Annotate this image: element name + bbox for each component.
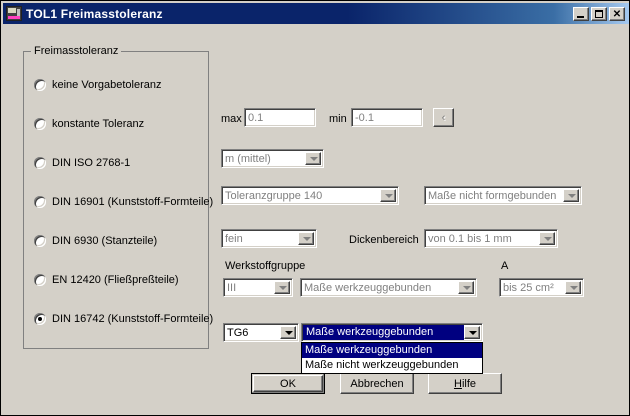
radio-label: DIN ISO 2768-1 xyxy=(52,157,131,169)
radio-keine-vorgabetoleranz[interactable]: keine Vorgabetoleranz xyxy=(34,79,161,91)
help-accel: H xyxy=(453,377,462,390)
thickness-range-combo-value: von 0.1 bis 1 mm xyxy=(428,232,512,245)
form-binding-combo-value: Maße nicht formgebunden xyxy=(428,189,557,202)
max-input[interactable]: 0.1 xyxy=(244,108,316,127)
radio-icon xyxy=(34,274,46,286)
dropdown-option-nicht-werkzeuggebunden[interactable]: Maße nicht werkzeuggebunden xyxy=(305,359,459,371)
chevron-up-icon[interactable] xyxy=(464,326,480,339)
minimize-icon xyxy=(577,15,584,18)
ok-button-label: OK xyxy=(280,377,296,390)
dropdown-option-werkzeuggebunden[interactable]: Maße werkzeuggebunden xyxy=(302,343,482,358)
material-group-label: Werkstoffgruppe xyxy=(225,260,306,272)
fineness-combo-value: fein xyxy=(225,232,243,245)
previous-button[interactable]: ‹ xyxy=(433,108,454,127)
tool-binding-combo[interactable]: Maße werkzeuggebunden xyxy=(301,323,483,342)
radio-label: konstante Toleranz xyxy=(52,118,145,130)
tg-combo-value: TG6 xyxy=(227,326,249,339)
close-button[interactable]: ✕ xyxy=(609,6,625,21)
ok-button[interactable]: OK xyxy=(251,373,325,394)
help-rest: ilfe xyxy=(461,377,476,390)
radio-icon xyxy=(34,118,46,130)
radio-icon xyxy=(34,313,46,325)
title-bar[interactable]: TOL1 Freimasstoleranz ✕ xyxy=(3,3,629,24)
tg-combo[interactable]: TG6 xyxy=(223,323,299,342)
chevron-down-icon[interactable] xyxy=(539,232,555,245)
radio-icon xyxy=(34,235,46,247)
radio-icon xyxy=(34,157,46,169)
radio-icon xyxy=(34,79,46,91)
chevron-down-icon[interactable] xyxy=(274,281,290,294)
tolerance-group-combo-value: Toleranzgruppe 140 xyxy=(225,189,323,202)
maximize-icon xyxy=(595,9,603,18)
grade-combo-value: m (mittel) xyxy=(225,152,271,165)
help-button[interactable]: Hilfe xyxy=(428,373,502,394)
area-label: A xyxy=(501,260,509,272)
tool-binding-disabled-combo[interactable]: Maße werkzeuggebunden xyxy=(300,278,477,297)
tool-binding-disabled-combo-value: Maße werkzeuggebunden xyxy=(304,281,432,294)
radio-din-iso-2768-1[interactable]: DIN ISO 2768-1 xyxy=(34,157,130,169)
tool-binding-dropdown-list[interactable]: Maße werkzeuggebunden Maße nicht werkzeu… xyxy=(301,342,483,374)
radio-din-6930[interactable]: DIN 6930 (Stanzteile) xyxy=(34,235,157,247)
chevron-down-icon[interactable] xyxy=(565,281,581,294)
help-button-label: Hilfe xyxy=(454,378,476,390)
dialog-body: Freimasstoleranz keine Vorgabetoleranz k… xyxy=(3,26,629,413)
grade-combo[interactable]: m (mittel) xyxy=(221,149,324,168)
radio-din-16901[interactable]: DIN 16901 (Kunststoff-Formteile) xyxy=(34,196,213,208)
radio-label: DIN 6930 (Stanzteile) xyxy=(52,235,158,247)
close-icon: ✕ xyxy=(612,8,622,20)
form-binding-combo[interactable]: Maße nicht formgebunden xyxy=(424,186,582,205)
radio-din-16742[interactable]: DIN 16742 (Kunststoff-Formteile) xyxy=(34,313,213,325)
radio-label: keine Vorgabetoleranz xyxy=(52,79,162,91)
tolerance-group-combo[interactable]: Toleranzgruppe 140 xyxy=(221,186,399,205)
material-group-combo[interactable]: III xyxy=(223,278,293,297)
cancel-button[interactable]: Abbrechen xyxy=(340,373,414,394)
chevron-down-icon[interactable] xyxy=(380,189,396,202)
min-input[interactable]: -0.1 xyxy=(351,108,423,127)
window-controls: ✕ xyxy=(573,6,625,21)
radio-icon xyxy=(34,196,46,208)
thickness-label: Dickenbereich xyxy=(349,234,419,246)
radio-label: DIN 16742 (Kunststoff-Formteile) xyxy=(52,313,214,325)
material-group-combo-value: III xyxy=(227,281,237,294)
radio-konstante-toleranz[interactable]: konstante Toleranz xyxy=(34,118,144,130)
window-title: TOL1 Freimasstoleranz xyxy=(26,6,163,21)
thickness-range-combo[interactable]: von 0.1 bis 1 mm xyxy=(424,229,558,248)
area-range-combo-value: bis 25 cm² xyxy=(503,281,554,294)
application-icon xyxy=(6,6,22,21)
radio-label: EN 12420 (Fließpreßteile) xyxy=(52,274,179,286)
tool-binding-combo-value: Maße werkzeuggebunden xyxy=(303,325,464,340)
cancel-button-label: Abbrechen xyxy=(350,377,404,390)
radio-en-12420[interactable]: EN 12420 (Fließpreßteile) xyxy=(34,274,179,286)
min-label: min xyxy=(329,113,347,125)
groupbox-legend: Freimasstoleranz xyxy=(31,45,122,57)
max-label: max xyxy=(221,113,242,125)
radio-label: DIN 16901 (Kunststoff-Formteile) xyxy=(52,196,214,208)
area-range-combo[interactable]: bis 25 cm² xyxy=(499,278,584,297)
chevron-down-icon[interactable] xyxy=(458,281,474,294)
maximize-button[interactable] xyxy=(591,6,607,21)
minimize-button[interactable] xyxy=(573,6,589,21)
freimasstoleranz-groupbox: Freimasstoleranz keine Vorgabetoleranz k… xyxy=(23,45,213,349)
chevron-down-icon[interactable] xyxy=(563,189,579,202)
chevron-down-icon[interactable] xyxy=(298,232,314,245)
chevron-down-icon[interactable] xyxy=(280,326,296,339)
fineness-combo[interactable]: fein xyxy=(221,229,317,248)
chevron-down-icon[interactable] xyxy=(305,152,321,165)
